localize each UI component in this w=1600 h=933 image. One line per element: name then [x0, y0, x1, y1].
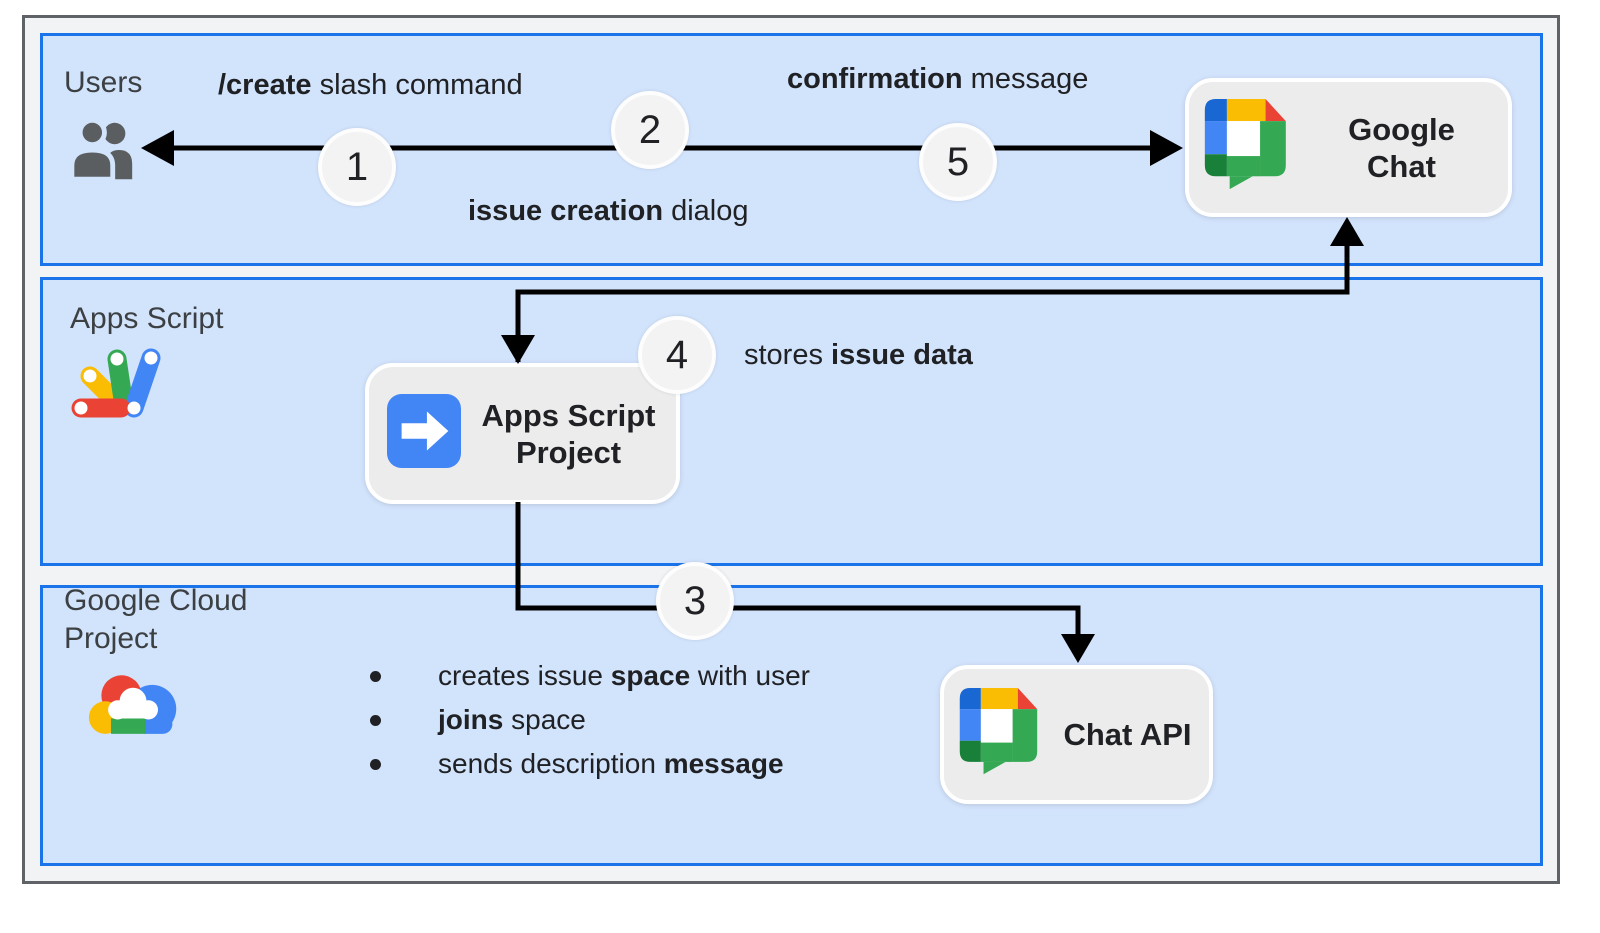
node-apps-script-project: Apps Script Project — [365, 363, 680, 504]
list-item: creates issue space with user — [370, 654, 810, 698]
band-label-users: Users — [64, 66, 143, 99]
node-google-chat-label: Google Chat — [1295, 111, 1508, 185]
node-apps-script-project-label: Apps Script Project — [461, 397, 676, 471]
list-item-text: sends description message — [438, 748, 784, 780]
bullet-icon — [370, 670, 381, 682]
bullet-icon — [370, 714, 381, 726]
label-issue-creation-dialog: issue creation dialog — [468, 194, 749, 228]
list-item-text: joins space — [438, 704, 586, 736]
step-circle-2: 2 — [611, 91, 689, 169]
bullet-1-bold: space — [610, 660, 691, 691]
bullet-1-post: with user — [690, 660, 810, 691]
asp-label-line2: Project — [515, 434, 622, 470]
apps-script-logo-icon — [66, 348, 166, 425]
asp-label-line1: Apps Script — [481, 397, 656, 433]
step-circle-3: 3 — [656, 562, 734, 640]
arrow-right-icon — [387, 394, 461, 473]
band-apps-script — [40, 277, 1543, 566]
band-label-apps-script: Apps Script — [70, 302, 224, 335]
google-chat-logo-icon — [1203, 99, 1295, 196]
node-chat-api: Chat API — [940, 665, 1213, 804]
bullet-2-post: space — [503, 704, 586, 735]
google-cloud-logo-icon — [86, 666, 182, 751]
step-circle-4: 4 — [638, 316, 716, 394]
list-item-text: creates issue space with user — [438, 660, 810, 692]
bullet-3-bold: message — [663, 748, 784, 779]
label-slash-command-rest: slash command — [311, 69, 523, 101]
google-chat-label-line2: Chat — [1367, 148, 1436, 184]
label-stores-pre: stores — [744, 339, 832, 371]
list-item: joins space — [370, 698, 810, 742]
label-confirmation-bold: confirmation — [787, 63, 963, 95]
label-issue-dialog-rest: dialog — [663, 195, 749, 227]
bullet-1-pre: creates issue — [438, 660, 611, 691]
bullet-3-pre: sends description — [438, 748, 664, 779]
label-slash-command-bold: /create — [218, 69, 312, 101]
label-issue-dialog-bold: issue creation — [468, 195, 664, 227]
chat-api-actions-list: creates issue space with user joins spac… — [370, 654, 810, 786]
step-circle-5: 5 — [919, 123, 997, 201]
users-icon — [68, 117, 138, 189]
google-chat-logo-icon — [958, 688, 1046, 781]
label-stores-bold: issue data — [831, 339, 973, 371]
bullet-icon — [370, 758, 381, 770]
label-slash-command: /create slash command — [218, 68, 523, 102]
google-chat-label-line1: Google — [1348, 111, 1455, 147]
bullet-2-bold: joins — [438, 704, 504, 735]
node-google-chat: Google Chat — [1185, 78, 1512, 217]
list-item: sends description message — [370, 742, 810, 786]
step-circle-1: 1 — [318, 128, 396, 206]
label-stores-issue-data: stores issue data — [744, 338, 973, 372]
label-confirmation-rest: message — [962, 63, 1089, 95]
node-chat-api-label: Chat API — [1063, 717, 1192, 752]
label-confirmation-message: confirmation message — [787, 62, 1088, 96]
band-label-google-cloud-project: Google Cloud Project — [64, 584, 248, 655]
